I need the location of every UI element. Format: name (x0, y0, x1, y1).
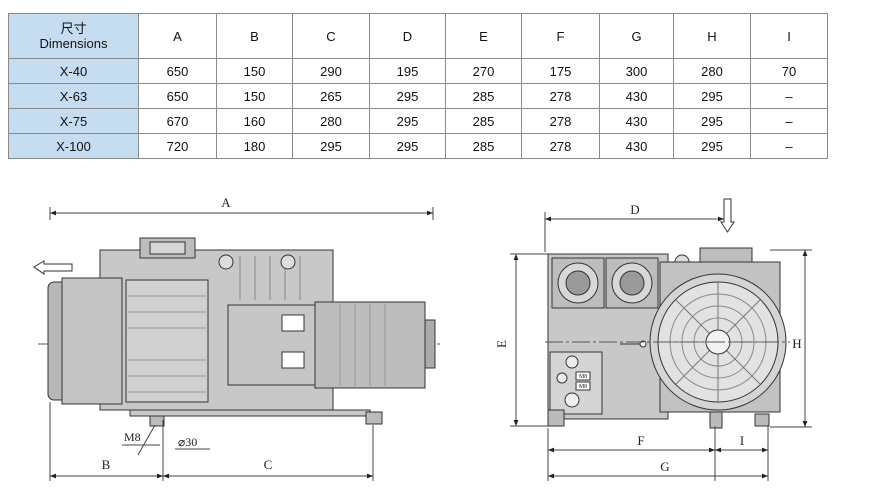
pump-end-body (547, 247, 787, 429)
value-cell: 278 (521, 133, 600, 159)
table-row: X-100 720 180 295 295 285 278 430 295 – (8, 133, 828, 159)
value-cell: 285 (445, 83, 522, 109)
value-cell: 70 (750, 58, 828, 84)
col-header-i: I (750, 13, 828, 59)
value-cell: 180 (216, 133, 293, 159)
label-h: H (792, 336, 801, 351)
col-header-f: F (521, 13, 600, 59)
value-cell: 195 (369, 58, 446, 84)
label-plate-1: M8 (579, 374, 587, 380)
end-view (510, 198, 812, 481)
value-cell: 650 (138, 58, 217, 84)
value-cell: 670 (138, 108, 217, 134)
value-cell: 295 (673, 108, 751, 134)
exhaust-arrow-icon (33, 260, 73, 275)
model-cell: X-100 (8, 133, 139, 159)
value-cell: 650 (138, 83, 217, 109)
value-cell: 295 (369, 133, 446, 159)
value-cell: 295 (673, 133, 751, 159)
label-plate-2: M8 (579, 384, 587, 390)
value-cell: 280 (292, 108, 370, 134)
label-dia30: ⌀30 (178, 435, 197, 449)
value-cell: – (750, 108, 828, 134)
header-en: Dimensions (39, 36, 108, 51)
col-header-d: D (369, 13, 446, 59)
label-d: D (630, 202, 639, 217)
value-cell: 160 (216, 108, 293, 134)
col-header-g: G (599, 13, 674, 59)
label-f: F (637, 433, 644, 448)
label-c: C (264, 457, 273, 472)
value-cell: 295 (673, 83, 751, 109)
inlet-arrow-icon (720, 198, 735, 233)
label-e: E (494, 340, 509, 348)
label-g: G (660, 459, 669, 474)
value-cell: 285 (445, 133, 522, 159)
value-cell: – (750, 133, 828, 159)
side-view (33, 207, 442, 481)
label-m8: M8 (124, 430, 141, 444)
value-cell: 720 (138, 133, 217, 159)
header-cn: 尺寸 (60, 21, 87, 36)
label-a: A (221, 195, 231, 210)
value-cell: 175 (521, 58, 600, 84)
model-cell: X-75 (8, 108, 139, 134)
label-i: I (740, 433, 744, 448)
col-header-h: H (673, 13, 751, 59)
value-cell: 278 (521, 83, 600, 109)
model-cell: X-40 (8, 58, 139, 84)
value-cell: 285 (445, 108, 522, 134)
table-row: X-75 670 160 280 295 285 278 430 295 – (8, 108, 828, 134)
value-cell: 265 (292, 83, 370, 109)
label-b: B (102, 457, 111, 472)
col-header-c: C (292, 13, 370, 59)
value-cell: 295 (292, 133, 370, 159)
pump-body (47, 237, 436, 427)
value-cell: 430 (599, 133, 674, 159)
